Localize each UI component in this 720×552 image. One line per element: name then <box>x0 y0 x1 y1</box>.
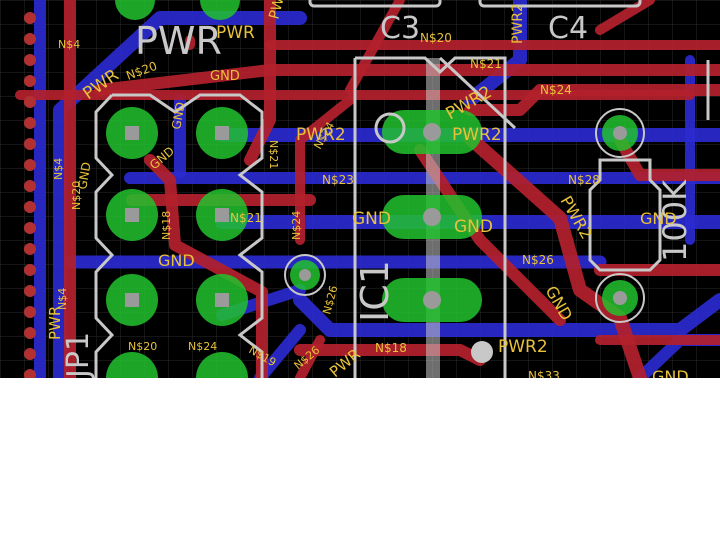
net-label-n18: N$18 <box>375 341 407 355</box>
bottom-trace <box>463 0 527 107</box>
jp1-pad-6 <box>196 274 248 326</box>
via-pad <box>284 254 326 296</box>
resistor-pad-top <box>595 108 645 158</box>
resistor-outline <box>588 158 662 272</box>
silkscreen-ring <box>374 112 406 144</box>
top-trace <box>295 95 355 245</box>
ic1-orientation-dot <box>471 341 493 363</box>
top-trace <box>614 134 720 181</box>
edge-via <box>24 138 36 150</box>
net-label-n33: N$33 <box>528 369 560 378</box>
bottom-trace <box>53 11 307 378</box>
edge-via <box>24 54 36 66</box>
net-label-n23: N$23 <box>322 173 354 187</box>
edge-via <box>24 306 36 318</box>
c4-label: C4 <box>548 11 588 46</box>
net-label-gnd: GND <box>640 209 677 228</box>
net-label-gnd: GND <box>169 101 188 131</box>
silkscreen-labels: PWR C3 C4 IC1 JP1 100K <box>61 11 694 378</box>
net-label-n4: N$4 <box>56 288 69 310</box>
top-trace <box>144 154 268 378</box>
net-label-n20: N$20 <box>70 181 83 210</box>
through-hole-pads <box>106 0 645 378</box>
net-label-pwr2: PWR2 <box>498 337 548 357</box>
jp1-pad-3 <box>106 189 158 241</box>
top-trace <box>244 0 276 166</box>
top-trace <box>345 0 405 95</box>
net-label-n4: N$4 <box>58 38 80 51</box>
jp1-label: JP1 <box>61 332 96 378</box>
edge-via <box>24 33 36 45</box>
pcb-board-canvas[interactable]: PWR C3 C4 IC1 JP1 100K PWR PWR PWR PWR P… <box>0 0 720 378</box>
ic1-pad-mid <box>382 195 482 239</box>
edge-via <box>24 222 36 234</box>
net-label-n20: N$20 <box>128 340 157 353</box>
edge-via <box>24 348 36 360</box>
c3-label: C3 <box>380 11 420 46</box>
top-trace <box>595 0 655 35</box>
edge-via <box>24 264 36 276</box>
edge-via <box>24 285 36 297</box>
net-label-n21: N$21 <box>267 140 280 169</box>
edge-via <box>24 243 36 255</box>
net-label-gnd: GND <box>210 69 240 84</box>
net-label-pwr: PWR <box>46 306 64 340</box>
net-label-n26: N$26 <box>522 253 554 267</box>
net-label-gnd: GND <box>454 217 493 237</box>
resistor-value-label: 100K <box>656 179 694 262</box>
edge-via <box>24 75 36 87</box>
net-label-gnd: GND <box>652 367 689 378</box>
jp1-pad-1 <box>106 107 158 159</box>
net-label-n21: N$21 <box>470 57 502 71</box>
net-label-n24: N$24 <box>188 340 217 353</box>
pcb-layout-view[interactable]: PWR C3 C4 IC1 JP1 100K PWR PWR PWR PWR P… <box>0 0 720 378</box>
net-label-pwr2: PWR2 <box>452 125 502 145</box>
ic1-pad-top <box>382 110 482 154</box>
edge-via <box>24 159 36 171</box>
top-left-pad-2 <box>200 0 240 20</box>
net-label-pwr2: PWR2 <box>296 125 346 145</box>
resistor-pad-bottom <box>595 273 645 323</box>
left-edge-via-column <box>24 12 36 378</box>
net-label-n28: N$28 <box>568 173 600 187</box>
net-label-n24: N$24 <box>540 83 572 97</box>
net-label-gnd: GND <box>75 161 94 191</box>
jp1-pad-7 <box>106 352 158 378</box>
net-label-n18: N$18 <box>160 211 173 240</box>
top-left-pad-1 <box>115 0 155 20</box>
net-label-gnd: GND <box>158 251 195 270</box>
edge-via <box>24 369 36 378</box>
edge-via <box>24 117 36 129</box>
net-label-n24: N$24 <box>290 211 303 240</box>
jp1-outline <box>94 93 264 378</box>
edge-via <box>24 96 36 108</box>
blank-area <box>0 378 720 552</box>
edge-via <box>24 327 36 339</box>
c4-outline <box>478 0 642 8</box>
edge-via <box>24 12 36 24</box>
edge-via <box>24 180 36 192</box>
jp1-pad-2 <box>196 107 248 159</box>
edge-via <box>24 201 36 213</box>
top-trace <box>295 335 325 378</box>
jp1-pad-5 <box>106 274 158 326</box>
net-label-pwr: PWR <box>216 23 255 43</box>
net-label-gnd: GND <box>352 209 391 229</box>
net-label-n21: N$21 <box>230 211 262 225</box>
net-label-n20: N$20 <box>420 31 452 45</box>
net-label-n4: N$4 <box>52 158 65 180</box>
jp1-pad-8 <box>196 352 248 378</box>
silkscreen-outlines <box>94 0 710 378</box>
c3-outline <box>308 0 442 8</box>
net-label-pwr2: PWR2 <box>510 3 526 44</box>
jp1-pad-4 <box>196 189 248 241</box>
ic1-pad-bottom <box>382 278 482 322</box>
pwr-large-label: PWR <box>135 19 222 63</box>
ic1-label: IC1 <box>353 260 397 322</box>
ic1-pin1-notch <box>438 56 517 130</box>
